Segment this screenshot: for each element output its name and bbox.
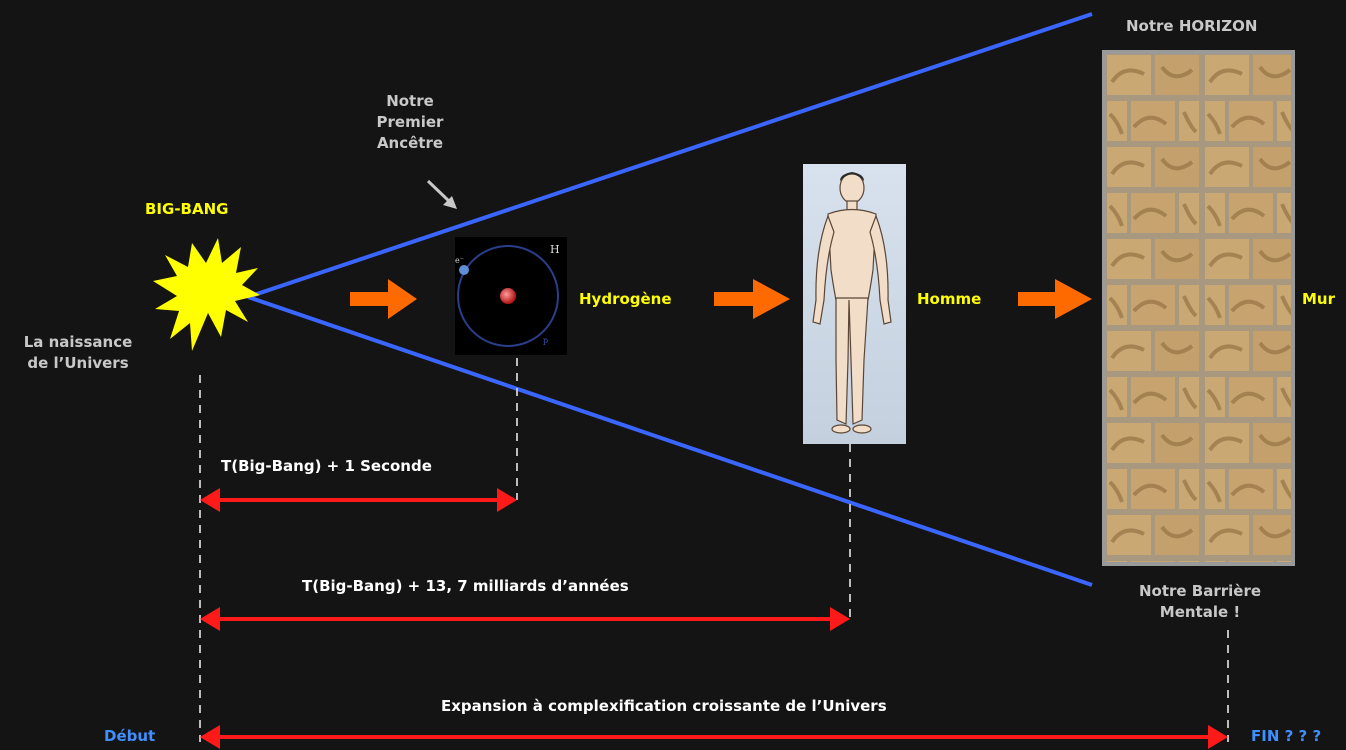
birth-label-line2: de l’Univers [27,354,129,372]
human-label: Homme [917,290,982,308]
cone-upper-line [247,12,1093,299]
brick-wall-image [1102,50,1295,566]
electron-icon [459,265,469,275]
birth-label: La naissance de l’Univers [0,332,156,374]
orange-arrow-1 [350,279,417,319]
one-second-label: T(Big-Bang) + 1 Seconde [221,457,432,475]
proton-icon [500,288,516,304]
atom-symbol: H [550,243,560,256]
orange-arrow-3 [1018,279,1092,319]
barrier-label-line1: Notre Barrière [1138,582,1262,600]
big-bang-label: BIG-BANG [145,200,229,218]
atom-electron-label: e⁻ [455,256,464,265]
barrier-label-line2: Mentale ! [1159,603,1241,621]
start-label: Début [104,727,156,745]
ancestor-label: Notre Premier Ancêtre [350,91,470,154]
ancestor-label-line3: Ancêtre [376,134,444,152]
birth-label-line1: La naissance [23,333,133,351]
billion-years-label: T(Big-Bang) + 13, 7 milliards d’années [302,577,629,595]
horizon-label: Notre HORIZON [1126,17,1258,35]
red-arrow-expansion [200,725,1228,749]
red-arrow-one-second [200,488,517,512]
atom-proton-label: p [543,336,548,345]
expansion-label: Expansion à complexification croissante … [441,697,887,715]
ancestor-label-line2: Premier [376,113,444,131]
hydrogen-label: Hydrogène [579,290,672,308]
hydrogen-atom-image: H e⁻ p [455,237,567,355]
ancestor-pointer-icon [426,179,457,209]
barrier-label: Notre Barrière Mentale ! [1110,581,1290,623]
ancestor-label-line1: Notre [386,92,434,110]
human-figure-image [803,164,906,444]
orange-arrow-2 [714,279,790,319]
end-label: FIN ? ? ? [1251,727,1322,745]
cone-lower-line [247,295,1093,587]
big-bang-star-icon [153,238,260,351]
red-arrow-billion-years [200,607,850,631]
wall-label: Mur [1302,290,1336,308]
